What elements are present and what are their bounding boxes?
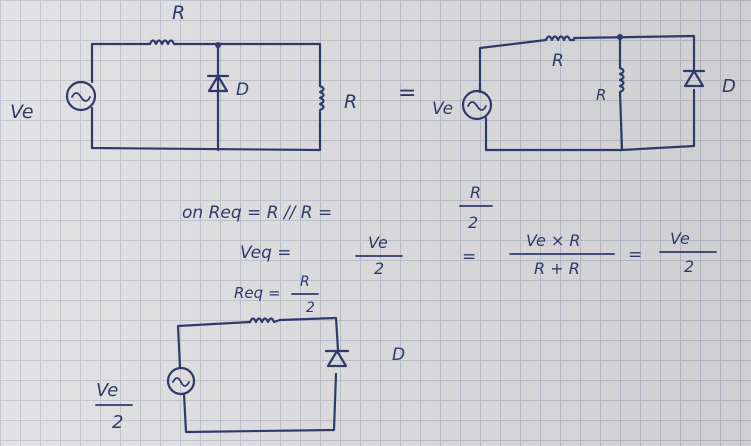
circuit1-label-diode: D bbox=[236, 80, 249, 100]
equation-line1-den: 2 bbox=[468, 213, 478, 232]
equations: on Req = R // R = R 2 Veq = Ve 2 = Ve × … bbox=[182, 183, 717, 316]
circuit2-label-r-mid: R bbox=[596, 86, 606, 104]
circuit3-wire-left bbox=[176, 320, 252, 370]
circuit2-mid-wire-bottom bbox=[618, 90, 624, 152]
circuit3-wire-bottom bbox=[182, 372, 338, 434]
circuit-1: R D Ve R bbox=[10, 2, 357, 152]
circuit2-sine-icon bbox=[467, 101, 487, 111]
circuit1-label-r-top: R bbox=[172, 2, 185, 24]
equation-line2-num1: Ve bbox=[368, 233, 388, 252]
equation-line1: on Req = R // R = bbox=[182, 203, 332, 223]
circuit2-resistor-mid-icon bbox=[618, 66, 625, 94]
circuit1-label-source: Ve bbox=[10, 101, 34, 123]
circuit1-wire-top bbox=[176, 42, 322, 58]
circuit2-resistor-top-icon bbox=[544, 35, 576, 42]
circuit1-sine-icon bbox=[71, 92, 91, 102]
circuit2-wire-bottom bbox=[484, 88, 696, 152]
circuit2-wire-left bbox=[478, 38, 548, 94]
equation-line3-den: 2 bbox=[306, 300, 315, 316]
circuit3-ac-source-icon bbox=[166, 366, 196, 396]
circuit1-wires bbox=[90, 42, 152, 84]
circuit2-ac-source-icon bbox=[461, 89, 493, 121]
circuit1-resistor-top-icon bbox=[148, 39, 180, 46]
equation-line2-num2: Ve × R bbox=[526, 231, 581, 250]
circuit3-diode-icon bbox=[324, 349, 350, 368]
equation-line2-num3: Ve bbox=[670, 229, 690, 248]
circuit2-label-source: Ve bbox=[432, 99, 453, 119]
equation-line2-eq1: = bbox=[462, 247, 476, 267]
circuit2-label-diode: D bbox=[722, 76, 736, 97]
circuit1-wire-bottom bbox=[90, 106, 322, 152]
circuit2-diode-icon bbox=[682, 69, 706, 88]
equation-line2-left: Veq = bbox=[240, 243, 292, 263]
circuit1-diode-icon bbox=[206, 74, 230, 93]
circuit1-resistor-right-icon bbox=[318, 84, 325, 112]
circuit2-label-r-top: R bbox=[552, 51, 564, 71]
equation-line3: Req = bbox=[234, 284, 281, 302]
circuit3-source-den: 2 bbox=[112, 412, 123, 433]
equation-line3-num: R bbox=[300, 274, 310, 290]
circuit3-sine-icon bbox=[172, 377, 190, 387]
circuit3-source-num: Ve bbox=[96, 380, 118, 401]
circuit1-label-r-right: R bbox=[344, 91, 357, 113]
circuit-2: R R Ve D bbox=[432, 34, 736, 152]
circuit3-label-diode: D bbox=[392, 345, 405, 365]
circuit3-resistor-icon bbox=[248, 317, 282, 324]
circuit1-ac-source-icon bbox=[65, 80, 97, 112]
equation-line1-num: R bbox=[470, 183, 481, 202]
equation-line2-eq2: = bbox=[628, 245, 642, 265]
circuit2-wire-top bbox=[572, 34, 696, 74]
equation-line2-den3: 2 bbox=[684, 257, 694, 276]
circuit3-wire-top bbox=[278, 316, 340, 352]
equation-line2-den1: 2 bbox=[374, 259, 384, 278]
circuit-3: D Ve 2 bbox=[95, 316, 405, 434]
circuit-equals-sign: = bbox=[398, 81, 416, 106]
equation-line2-den2: R + R bbox=[534, 259, 580, 278]
